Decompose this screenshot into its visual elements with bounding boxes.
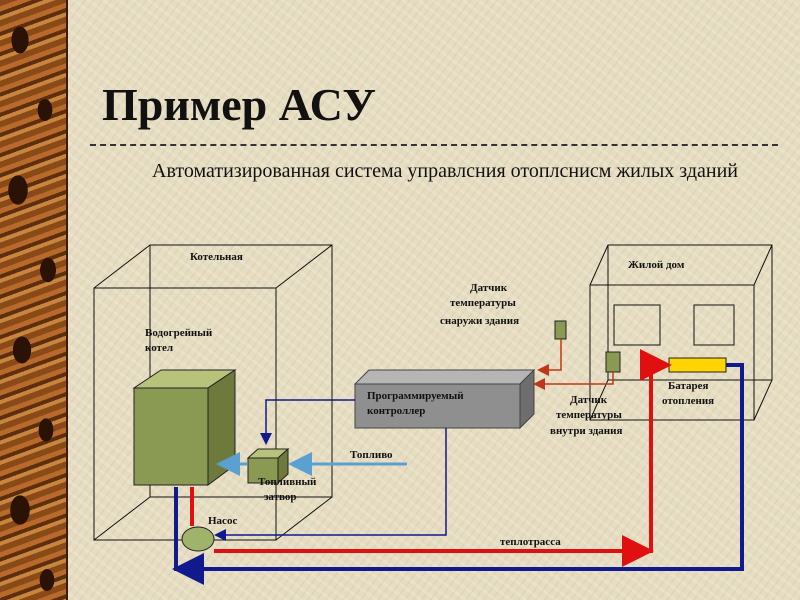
water-boiler	[132, 369, 237, 486]
slide-subtitle: Автоматизированная система управлсния от…	[152, 160, 738, 182]
label-inside-sensor-3: внутри здания	[550, 425, 622, 437]
label-fuel: Топливо	[350, 449, 393, 461]
label-boiler-room: Котельная	[190, 251, 243, 263]
label-outside-sensor-3: снаружи здания	[440, 315, 519, 327]
label-controller-1: Программируемый	[367, 390, 464, 402]
hot-water-pipe-main	[214, 349, 672, 553]
decorative-side-band	[0, 0, 66, 600]
label-boiler-2: котел	[145, 342, 173, 354]
label-fuel-valve-2: затвор	[264, 491, 297, 503]
inside-sensor-signal-line	[533, 372, 614, 390]
controller-to-pump-line	[214, 428, 447, 541]
return-water-pipe	[174, 363, 744, 571]
title-divider	[90, 144, 778, 146]
label-radiator-1: Батарея	[668, 380, 709, 392]
boiler-room-outline	[93, 244, 333, 541]
label-outside-sensor-2: температуры	[450, 297, 516, 309]
controller-to-valve-line	[260, 399, 355, 445]
label-boiler-1: Водогрейный	[145, 327, 213, 339]
label-inside-sensor-1: Датчик	[570, 394, 608, 406]
label-outside-sensor-1: Датчик	[470, 282, 508, 294]
label-pipeline: теплотрасса	[500, 536, 561, 548]
label-pump: Насос	[208, 515, 237, 527]
house-outline	[589, 244, 773, 421]
label-inside-sensor-2: температуры	[556, 409, 622, 421]
label-house: Жилой дом	[628, 259, 685, 271]
side-band-edge	[66, 0, 68, 600]
outside-sensor-signal-line	[537, 339, 562, 376]
label-fuel-valve-1: Топливный	[258, 476, 317, 488]
fuel-valve	[246, 447, 290, 485]
label-radiator-2: отопления	[662, 395, 714, 407]
radiator	[668, 357, 727, 373]
pump	[181, 526, 215, 552]
label-controller-2: контроллер	[367, 405, 425, 417]
programmable-controller	[353, 368, 536, 430]
slide-title: Пример АСУ	[102, 79, 377, 130]
outside-sensor	[554, 320, 567, 340]
inside-sensor	[605, 351, 621, 373]
